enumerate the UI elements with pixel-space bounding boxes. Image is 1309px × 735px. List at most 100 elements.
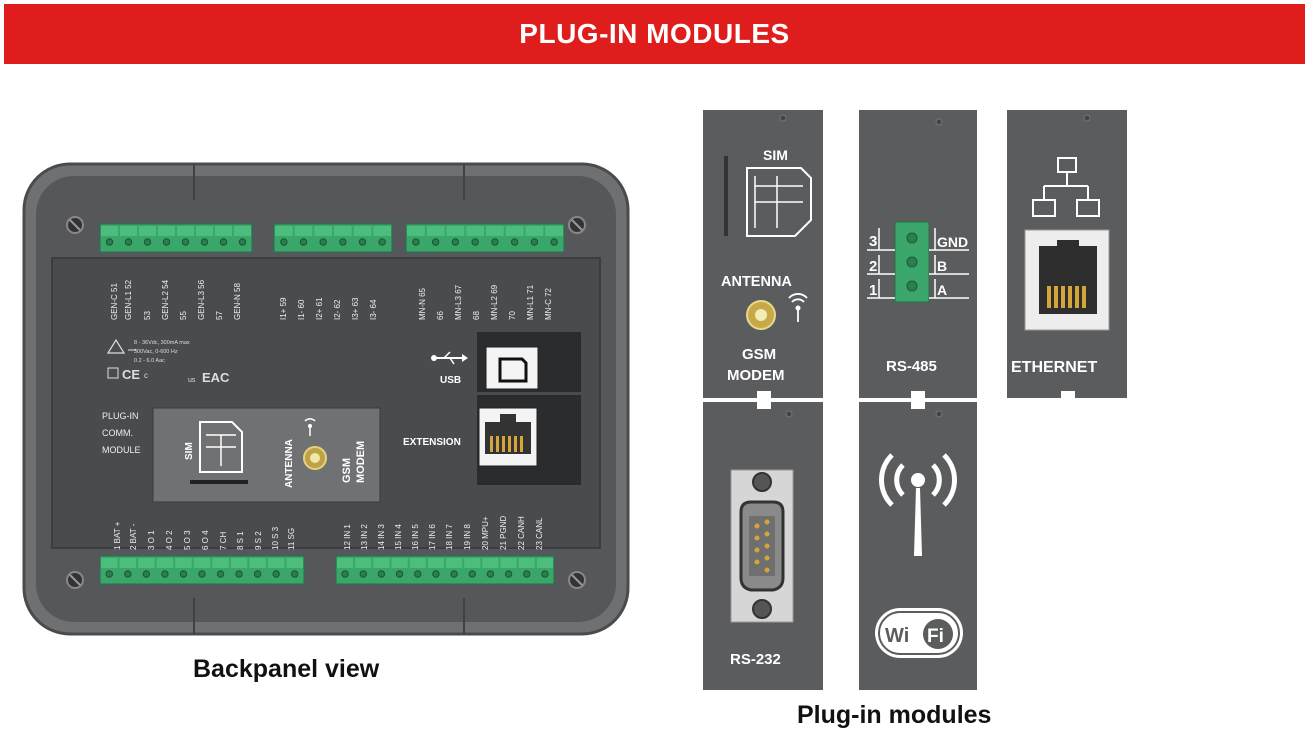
rj45-port-icon bbox=[1024, 229, 1110, 331]
top-terminal-label: 68 bbox=[472, 311, 481, 320]
rs485-module[interactable]: 3 2 1 GND B A RS-485 bbox=[859, 110, 977, 398]
warning-icon bbox=[106, 338, 126, 354]
extension-label: EXTENSION bbox=[403, 437, 461, 448]
top-terminal-label: I3- 64 bbox=[369, 299, 378, 320]
db9-connector-icon bbox=[730, 469, 794, 623]
bottom-terminal-label: 18 IN 7 bbox=[445, 524, 454, 550]
top-terminal-label: GEN-L3 56 bbox=[197, 279, 206, 320]
plugin-label-1: PLUG-IN bbox=[102, 411, 139, 421]
bottom-terminal-label: 22 CANH bbox=[517, 516, 526, 550]
top-terminal-label: GEN-L2 54 bbox=[161, 279, 170, 320]
antenna-connector-icon bbox=[746, 300, 776, 330]
bottom-terminal-label: 2 BAT - bbox=[129, 523, 138, 550]
antenna-signal-icon bbox=[788, 293, 808, 322]
cert-us: us bbox=[188, 377, 196, 384]
top-connector-current[interactable] bbox=[273, 223, 393, 253]
bottom-terminal-label: 13 IN 2 bbox=[360, 524, 369, 550]
bottom-connector-io[interactable] bbox=[99, 555, 305, 585]
ratings-block: 8 - 36Vdc, 300mA max 300Vac, 0-600 Hz 0.… bbox=[106, 338, 230, 385]
rs485-signal-gnd: GND bbox=[937, 234, 968, 250]
top-terminal-label: I1- 60 bbox=[297, 299, 306, 320]
top-connector-gen[interactable] bbox=[99, 223, 253, 253]
bottom-terminal-label: 7 CH bbox=[219, 532, 228, 550]
bottom-terminal-label: 4 O 2 bbox=[165, 530, 174, 550]
top-terminal-label: MN-N 65 bbox=[418, 287, 427, 320]
rating-ac-a: 0.2 - 6.0 Aac bbox=[134, 358, 165, 364]
top-terminal-label: 57 bbox=[215, 311, 224, 320]
network-icon bbox=[1032, 157, 1100, 217]
wifi-badge-right: Fi bbox=[927, 626, 944, 647]
top-terminal-label: 70 bbox=[508, 311, 517, 320]
usb-port[interactable]: USB bbox=[431, 332, 581, 392]
plugin-label-3: MODULE bbox=[102, 445, 141, 455]
bottom-terminal-label: 21 PGND bbox=[499, 516, 508, 550]
wifi-badge-left: Wi bbox=[885, 625, 909, 647]
bottom-connector-inputs[interactable] bbox=[335, 555, 555, 585]
top-terminal-label: MN-C 72 bbox=[544, 287, 553, 320]
antenna-label: ANTENNA bbox=[284, 439, 295, 488]
rs485-signal-a: A bbox=[937, 282, 947, 298]
usb-icon bbox=[431, 351, 468, 365]
backpanel-caption: Backpanel view bbox=[193, 655, 380, 683]
top-terminal-label: I1+ 59 bbox=[279, 297, 288, 320]
antenna-connector-icon bbox=[303, 446, 327, 470]
rating-dc: 8 - 36Vdc, 300mA max bbox=[134, 340, 190, 346]
gsm-sim-label: SIM bbox=[763, 147, 788, 163]
cert-eac: EAC bbox=[202, 370, 230, 385]
rs232-name: RS-232 bbox=[730, 651, 781, 668]
gsm-antenna-label: ANTENNA bbox=[721, 274, 792, 290]
rs232-module[interactable]: RS-232 bbox=[703, 402, 823, 690]
top-terminal-label: I2- 62 bbox=[333, 299, 342, 320]
ethernet-module[interactable]: ETHERNET bbox=[1007, 110, 1127, 398]
rating-ac-v: 300Vac, 0-600 Hz bbox=[134, 349, 178, 355]
modem-label: MODEM bbox=[355, 441, 367, 483]
top-terminal-label: 66 bbox=[436, 311, 445, 320]
top-terminal-label: GEN-C 51 bbox=[110, 283, 119, 320]
header-banner: PLUG-IN MODULES bbox=[4, 4, 1305, 64]
ce-mark-icon: CE bbox=[122, 367, 140, 382]
wifi-logo-icon: Wi Fi bbox=[875, 608, 963, 658]
gsm-name-1: GSM bbox=[742, 346, 776, 363]
top-terminal-label: GEN-L1 52 bbox=[124, 279, 133, 320]
plugin-label-2: COMM. bbox=[102, 428, 133, 438]
rs485-name: RS-485 bbox=[886, 358, 937, 375]
bottom-terminal-label: 14 IN 3 bbox=[377, 524, 386, 550]
gsm-label: GSM bbox=[341, 458, 353, 483]
usb-label: USB bbox=[440, 375, 461, 386]
top-terminal-label: I2+ 61 bbox=[315, 297, 324, 320]
top-terminal-label: I3+ 63 bbox=[351, 297, 360, 320]
top-connector-mains[interactable] bbox=[405, 223, 565, 253]
page-title: PLUG-IN MODULES bbox=[519, 18, 790, 49]
rs485-signal-b: B bbox=[937, 258, 947, 274]
top-terminal-label: 53 bbox=[143, 311, 152, 320]
top-terminal-label: MN-L3 67 bbox=[454, 284, 463, 320]
sim-card-icon bbox=[746, 167, 812, 237]
sim-label: SIM bbox=[184, 442, 195, 460]
bottom-terminal-label: 11 SG bbox=[287, 528, 296, 550]
backpanel-view: GEN-C 51 GEN-L1 52 53 GEN-L2 54 55 GEN-L3 56 5… bbox=[22, 162, 630, 636]
screw-icon bbox=[66, 216, 84, 234]
top-terminal-label: MN-L2 69 bbox=[490, 284, 499, 320]
wifi-module[interactable]: Wi Fi bbox=[859, 402, 977, 690]
rs485-pin-3: 3 bbox=[869, 233, 877, 250]
screw-icon bbox=[568, 216, 586, 234]
bottom-terminal-label: 15 IN 4 bbox=[394, 524, 403, 550]
bottom-terminal-label: 12 IN 1 bbox=[343, 524, 352, 550]
bottom-terminal-label: 17 IN 6 bbox=[428, 524, 437, 550]
gsm-modem-module[interactable]: SIM ANTENNA GSM MODEM bbox=[703, 110, 823, 398]
extension-port[interactable]: EXTENSION bbox=[403, 395, 581, 485]
bottom-terminal-label: 9 S 2 bbox=[254, 531, 263, 550]
bottom-terminal-label: 1 BAT + bbox=[113, 521, 122, 550]
screw-icon bbox=[66, 571, 84, 589]
rs485-pin-2: 2 bbox=[869, 258, 877, 275]
bottom-terminal-label: 5 O 3 bbox=[183, 530, 192, 550]
cert-c: c bbox=[144, 371, 148, 380]
plugin-module-slot[interactable]: SIM ANTENNA GSM MODEM bbox=[152, 407, 381, 503]
top-terminal-label: 55 bbox=[179, 311, 188, 320]
modules-caption: Plug-in modules bbox=[797, 701, 992, 729]
top-terminal-label: GEN-N 58 bbox=[233, 283, 242, 320]
bottom-terminal-label: 6 O 4 bbox=[201, 530, 210, 550]
sim-card-icon bbox=[199, 421, 243, 473]
ethernet-name: ETHERNET bbox=[1011, 359, 1097, 376]
rs485-pin-1: 1 bbox=[869, 282, 877, 299]
